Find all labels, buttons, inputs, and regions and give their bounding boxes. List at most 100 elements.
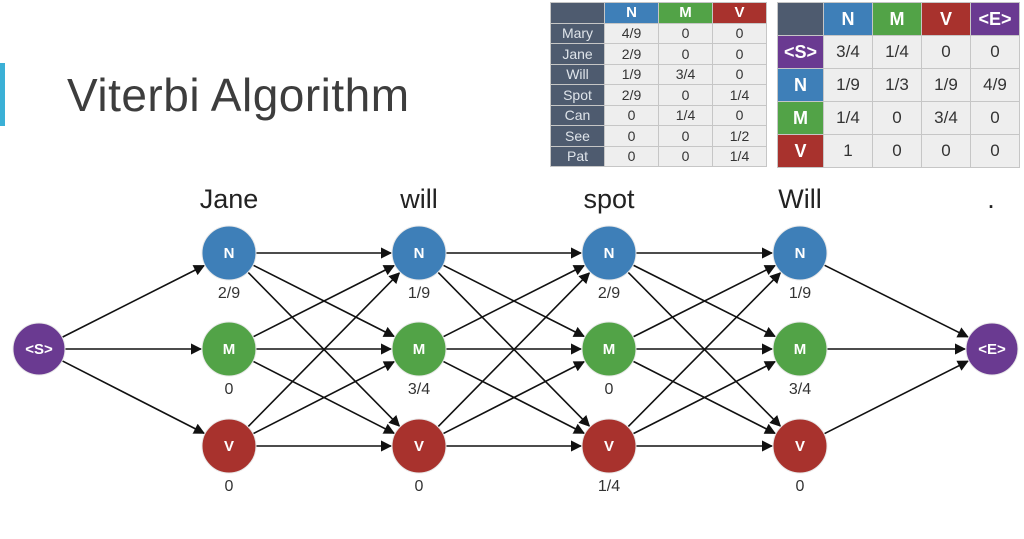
state-node-label: M <box>413 341 426 358</box>
start-node <box>12 322 66 376</box>
state-node-m <box>772 321 828 377</box>
emission-row-word: Can <box>550 104 605 126</box>
state-node-label: M <box>794 341 807 358</box>
emission-probability: 2/9 <box>218 285 240 302</box>
state-node-label: M <box>223 341 236 358</box>
transition-arrow <box>252 361 396 435</box>
emission-cell: 0 <box>658 145 713 167</box>
transition-cell: 0 <box>970 134 1020 168</box>
emission-probability: 2/9 <box>598 285 620 302</box>
emission-header-row: N M V <box>550 2 767 24</box>
state-node-v <box>201 418 257 474</box>
state-node-m <box>391 321 447 377</box>
emission-probability: 0 <box>225 381 234 398</box>
emission-cell: 2/9 <box>604 84 659 106</box>
sentence-word: . <box>987 184 995 214</box>
emission-probability: 1/4 <box>598 478 620 495</box>
transition-cell: 0 <box>872 134 922 168</box>
transition-row-state: M <box>777 101 824 135</box>
transition-cell: 1 <box>823 134 873 168</box>
emission-probability: 1/9 <box>408 285 430 302</box>
emission-row-word: Spot <box>550 84 605 106</box>
emission-col-m: M <box>658 2 713 24</box>
sentence-word: Jane <box>200 184 259 214</box>
state-node-label: N <box>224 245 235 262</box>
sentence-word: Will <box>778 184 821 214</box>
transition-header-row: N M V <E> <box>777 2 1020 36</box>
transition-cell: 1/9 <box>823 68 873 102</box>
emission-row-word: See <box>550 125 605 147</box>
transition-arrow <box>442 264 586 338</box>
state-node-label: N <box>604 245 615 262</box>
emission-probability: 3/4 <box>408 381 430 398</box>
transition-arrow <box>627 272 782 428</box>
transition-cell: 1/4 <box>872 35 922 69</box>
transition-arrow <box>252 264 396 338</box>
transition-col-n: N <box>823 2 873 36</box>
transition-arrow <box>442 361 586 435</box>
emission-cell: 0 <box>712 63 767 85</box>
emission-cell: 0 <box>604 145 659 167</box>
end-node <box>965 322 1019 376</box>
transition-cell: 0 <box>872 101 922 135</box>
accent-bar <box>0 63 5 126</box>
transition-arrow <box>632 264 776 338</box>
emission-cell: 1/9 <box>604 63 659 85</box>
sentence-word: spot <box>583 184 635 214</box>
end-node-label: <E> <box>978 341 1006 358</box>
transition-row-state: N <box>777 68 824 102</box>
emission-probability: 0 <box>415 478 424 495</box>
transition-col-m: M <box>872 2 922 36</box>
transition-cell: 1/3 <box>872 68 922 102</box>
emission-cell: 0 <box>712 43 767 65</box>
emission-cell: 0 <box>658 125 713 147</box>
state-node-label: N <box>414 245 425 262</box>
emission-cell: 2/9 <box>604 43 659 65</box>
transition-arrow <box>632 360 777 435</box>
transition-arrow <box>823 360 969 435</box>
state-node-label: N <box>795 245 806 262</box>
transition-arrow <box>61 264 206 338</box>
state-node-label: M <box>603 341 616 358</box>
emission-row-word: Pat <box>550 145 605 167</box>
state-node-m <box>581 321 637 377</box>
state-node-label: V <box>795 438 805 455</box>
emission-cell: 0 <box>712 22 767 44</box>
slide-title: Viterbi Algorithm <box>67 69 410 121</box>
state-node-v <box>581 418 637 474</box>
state-node-n <box>201 225 257 281</box>
emission-cell: 1/2 <box>712 125 767 147</box>
transition-arrow <box>823 264 969 338</box>
emission-cell: 1/4 <box>712 84 767 106</box>
state-node-n <box>772 225 828 281</box>
emission-probability: 1/9 <box>789 285 811 302</box>
emission-probability: 0 <box>225 478 234 495</box>
emission-probability: 0 <box>605 381 614 398</box>
transition-cell: 0 <box>970 35 1020 69</box>
transition-arrow <box>61 360 206 434</box>
state-node-v <box>772 418 828 474</box>
transition-arrow <box>247 272 401 428</box>
transition-cell: 1/9 <box>921 68 971 102</box>
state-node-label: V <box>604 438 614 455</box>
emission-row-word: Mary <box>550 22 605 44</box>
emission-cell: 1/4 <box>712 145 767 167</box>
emission-cell: 0 <box>658 22 713 44</box>
emission-cell: 4/9 <box>604 22 659 44</box>
start-node-label: <S> <box>25 341 53 358</box>
trellis-edges <box>61 247 969 452</box>
